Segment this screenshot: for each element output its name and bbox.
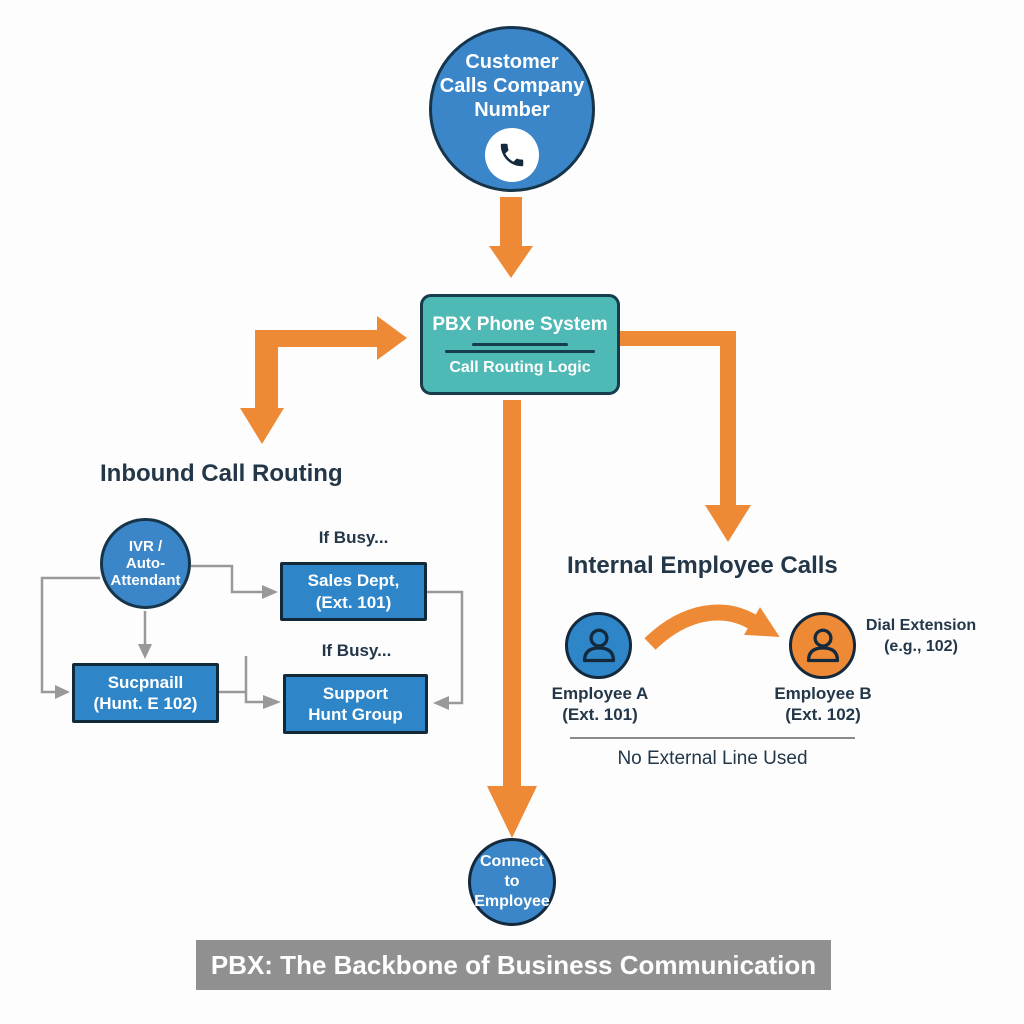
if-busy-label-support: If Busy... <box>321 641 392 660</box>
person-icon <box>582 628 615 662</box>
dial-extension-label: Dial Extension (e.g., 102) <box>865 617 977 655</box>
connector-hunt-to-support <box>219 656 264 704</box>
arrow-employee-a-to-b <box>644 604 780 650</box>
hunt-group-node: Sucpnaill (Hunt. E 102) <box>72 663 219 723</box>
employee-b-node <box>789 612 856 679</box>
connector-sales-to-support <box>427 590 464 705</box>
connect-to-employee-node: Connect to Employee <box>468 838 556 926</box>
phone-badge <box>485 128 539 182</box>
pbx-subtitle: Call Routing Logic <box>449 359 591 376</box>
if-busy-label-sales: If Busy... <box>318 528 389 547</box>
pbx-divider-line-long <box>445 350 595 353</box>
arrow-right-elbow <box>620 331 751 542</box>
phone-icon <box>500 143 524 167</box>
internal-divider-line <box>570 737 855 739</box>
connect-label: Connect to Employee <box>474 853 550 910</box>
pbx-title: PBX Phone System <box>432 314 608 335</box>
connector-ivr-to-sales <box>191 564 263 594</box>
arrow-pbx-to-connect <box>487 400 537 838</box>
customer-node: Customer Calls Company Number <box>429 26 595 192</box>
customer-label: Customer Calls Company Number <box>439 51 585 121</box>
person-icon <box>806 628 839 662</box>
arrow-customer-to-pbx <box>489 197 533 278</box>
employee-a-label: Employee A (Ext. 101) <box>551 684 649 725</box>
no-external-line-label: No External Line Used <box>617 748 808 769</box>
ivr-label: IVR / Auto- Attendant <box>110 537 181 590</box>
arrow-left-elbow <box>240 316 407 444</box>
employee-a-node <box>565 612 632 679</box>
support-hunt-group-node: Support Hunt Group <box>283 674 428 734</box>
sales-dept-node: Sales Dept, (Ext. 101) <box>280 562 427 621</box>
pbx-divider-line-short <box>472 343 568 346</box>
ivr-node: IVR / Auto- Attendant <box>100 518 191 609</box>
employee-b-label: Employee B (Ext. 102) <box>774 684 872 725</box>
inbound-section-heading: Inbound Call Routing <box>100 460 343 487</box>
internal-section-heading: Internal Employee Calls <box>567 552 838 579</box>
pbx-node: PBX Phone System Call Routing Logic <box>420 294 620 395</box>
title-banner: PBX: The Backbone of Business Communicat… <box>196 940 831 990</box>
